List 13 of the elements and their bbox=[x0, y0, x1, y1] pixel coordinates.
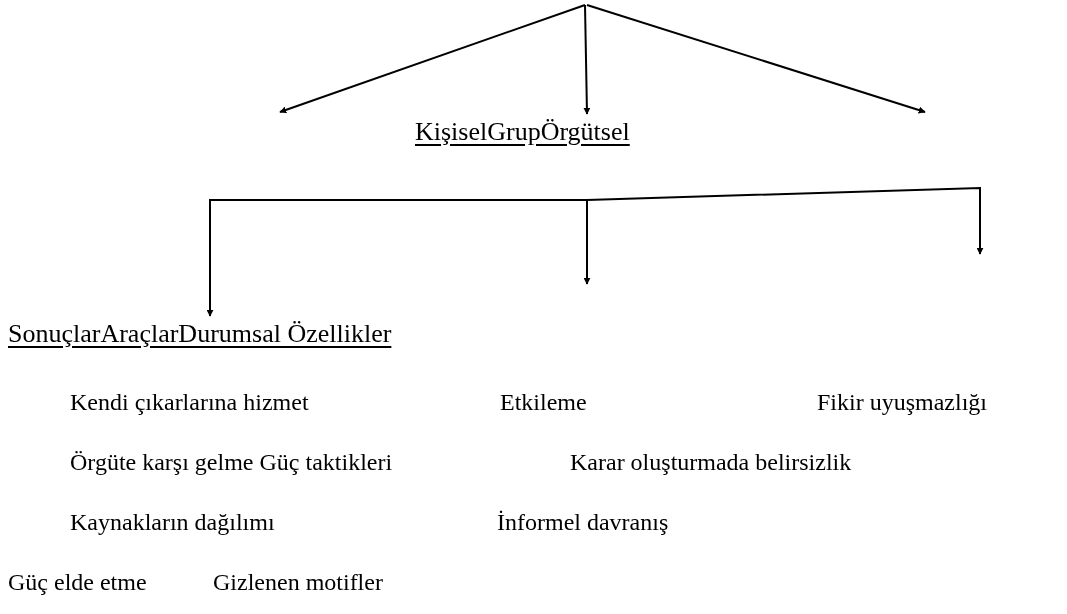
factor-text: Etkileme bbox=[500, 388, 587, 417]
factor-text: Fikir uyuşmazlığı bbox=[817, 388, 987, 417]
arrow bbox=[206, 199, 588, 317]
factor-text: Gizlenen motifler bbox=[213, 568, 383, 597]
heading-text: SonuçlarAraçlarDurumsal Özellikler bbox=[8, 316, 392, 352]
factor-text: Güç elde etme bbox=[8, 568, 147, 597]
factor-text: Karar oluşturmada belirsizlik bbox=[570, 448, 852, 477]
factor-text: Kaynakların dağılımı bbox=[70, 508, 275, 537]
arrow bbox=[583, 4, 591, 115]
factor-text: Kendi çıkarlarına hizmet bbox=[70, 388, 309, 417]
factor-text: Örgüte karşı gelme Güç taktikleri bbox=[70, 448, 393, 477]
factor-text: İnformel davranış bbox=[497, 508, 669, 537]
heading-text: KişiselGrupÖrgütsel bbox=[415, 114, 630, 150]
